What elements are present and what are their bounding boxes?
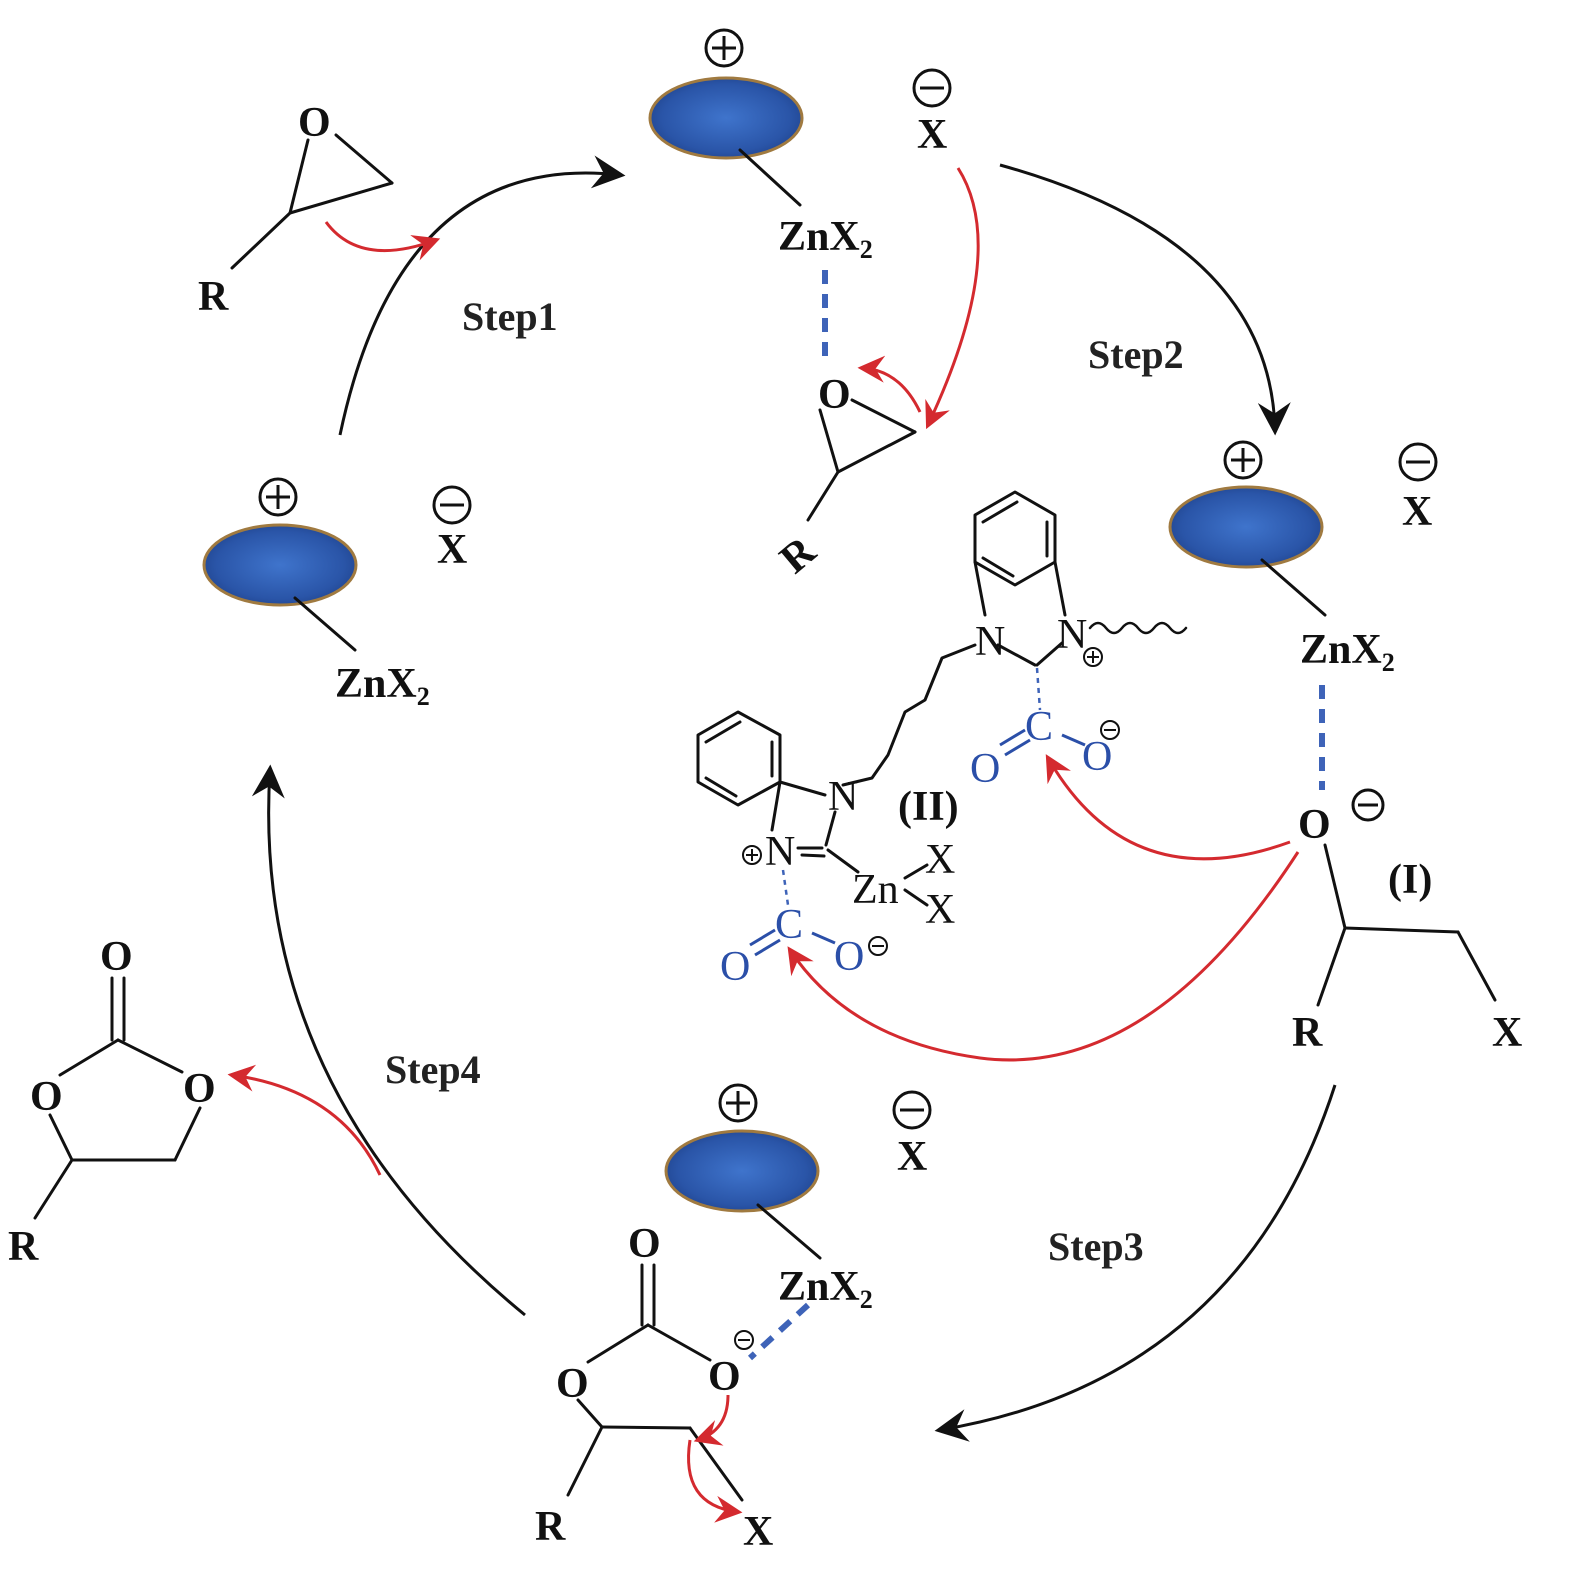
r-group: R: [535, 1504, 566, 1550]
ring-oxygen: O: [556, 1361, 589, 1407]
product-release-arrow: [227, 1064, 382, 1176]
minus-charge-icon: [912, 68, 952, 108]
zinc-label: Zn: [852, 867, 899, 913]
c-co2-interaction: [1035, 667, 1042, 711]
step3-label: Step3: [1048, 1224, 1144, 1269]
minus-charge-icon: [1398, 442, 1438, 482]
step2-label: Step2: [1088, 332, 1184, 377]
ring-oxygen: O: [183, 1066, 216, 1112]
carbonyl-oxygen: O: [628, 1221, 661, 1267]
support-ellipse: [1168, 485, 1324, 569]
svg-text:ZnX2: ZnX2: [778, 214, 873, 264]
cycle-arrow-step1: [338, 155, 626, 436]
catalyst-top: ZnX2 X O R: [648, 28, 980, 583]
complex-II: N N C O O N N: [696, 490, 1188, 990]
support-ellipse: [648, 76, 804, 160]
nitrogen-lower-bottom: N: [765, 829, 795, 875]
halide-leaving-arrow: [687, 1439, 743, 1523]
catalyst-bottom: ZnX2 X O O O R X: [535, 1083, 932, 1555]
alkoxide-to-co2-arrow-lower: [787, 851, 1300, 1062]
co2-oxygen: O: [1082, 734, 1112, 780]
plus-charge-icon: [704, 28, 744, 68]
minus-charge-icon: [868, 936, 888, 956]
minus-charge-icon: [734, 1330, 754, 1350]
nitrogen-lower-top: N: [828, 774, 858, 820]
zn-halide-x: X: [925, 887, 955, 933]
c-co2-interaction: [781, 869, 790, 906]
intermediate-II-label: (II): [898, 784, 959, 830]
plus-charge-icon: [1223, 440, 1263, 480]
support-ellipse: [664, 1129, 820, 1213]
intermediate-I-label: (I): [1388, 857, 1432, 903]
cycle-arrows: [251, 155, 1337, 1442]
cycle-arrow-step2: [999, 163, 1291, 436]
plus-charge-icon: [742, 845, 762, 865]
nitrogen-upper-left: N: [975, 619, 1005, 665]
co2-oxygen: O: [720, 944, 750, 990]
catalyst-left: ZnX2 X: [202, 477, 472, 711]
halide-attack-arrow: [925, 167, 980, 430]
minus-charge-icon: [432, 485, 472, 525]
epoxide-approach-arrow: [324, 221, 441, 261]
cycle-arrow-step3: [934, 1084, 1337, 1442]
epoxide-o: O: [298, 100, 331, 146]
znx2-label: ZnX: [778, 214, 860, 260]
ring-oxygen: O: [30, 1074, 63, 1120]
halide-x: X: [1492, 1010, 1522, 1056]
zn-o-interaction: [747, 1302, 811, 1361]
polymer-wavy-bond: [1088, 621, 1188, 635]
r-group: R: [1292, 1010, 1323, 1056]
step1-label: Step1: [462, 294, 558, 339]
halide-x: X: [743, 1509, 773, 1555]
minus-charge-icon: [1351, 788, 1385, 822]
minus-charge-icon: [892, 1090, 932, 1130]
r-group: R: [772, 528, 825, 583]
svg-text:ZnX2: ZnX2: [335, 661, 430, 711]
zn-halide-x: X: [925, 837, 955, 883]
znx2-label: ZnX: [778, 1264, 860, 1310]
nitrogen-upper-right: N: [1057, 612, 1087, 658]
halide-x: X: [917, 112, 947, 158]
ring-opening-arrow: [857, 355, 922, 413]
halide-x: X: [437, 527, 467, 573]
r-group: R: [8, 1224, 39, 1270]
plus-charge-icon: [1083, 647, 1103, 667]
halide-x: X: [1402, 489, 1432, 535]
cyclic-carbonate-product: O O O R: [8, 934, 382, 1270]
co2-oxygen: O: [970, 746, 1000, 792]
ring-closure-arrow: [693, 1394, 730, 1446]
co2-oxygen: O: [834, 934, 864, 980]
znx2-label: ZnX: [1300, 627, 1382, 673]
epoxide-oxygen: O: [818, 372, 851, 418]
plus-charge-icon: [718, 1083, 758, 1123]
znx2-label: ZnX: [335, 661, 417, 707]
catalyst-right: ZnX2 X O (I) R X: [1168, 440, 1522, 1056]
step4-label: Step4: [385, 1047, 481, 1092]
support-ellipse: [202, 523, 358, 607]
plus-charge-icon: [258, 477, 298, 517]
minus-charge-icon: [1100, 720, 1120, 740]
carbonyl-oxygen: O: [100, 934, 133, 980]
svg-text:ZnX2: ZnX2: [778, 1264, 873, 1314]
epoxide-r: R: [198, 274, 229, 320]
cycle-arrow-step4: [251, 764, 526, 1317]
epoxide-substrate: O R: [198, 100, 441, 320]
co2-carbon-upper: C: [1025, 704, 1053, 750]
alkoxide-oxygen: O: [708, 1354, 741, 1400]
alkoxide-to-co2-arrow-upper: [1045, 754, 1291, 861]
halide-x: X: [897, 1134, 927, 1180]
alkoxide-oxygen: O: [1298, 802, 1331, 848]
svg-text:ZnX2: ZnX2: [1300, 627, 1395, 677]
